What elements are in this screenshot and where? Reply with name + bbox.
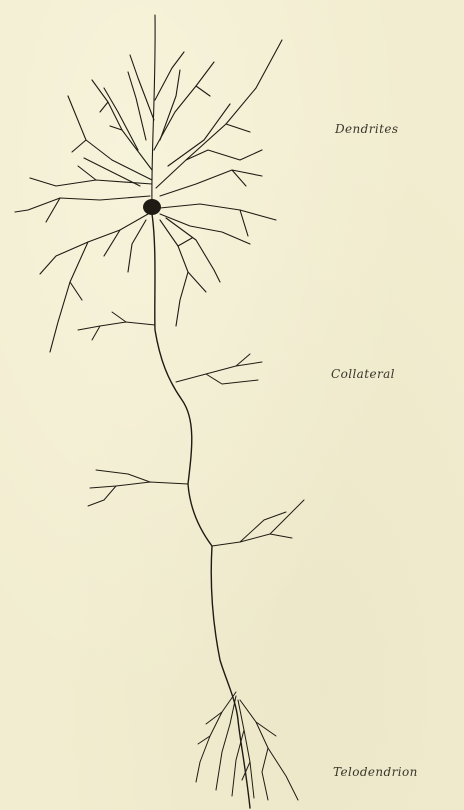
cell-body <box>143 199 161 215</box>
label-dendrites: Dendrites <box>335 122 398 136</box>
label-telodendrion: Telodendrion <box>333 765 418 779</box>
label-collateral: Collateral <box>331 367 395 381</box>
axon <box>152 214 250 808</box>
dendrites-tree <box>15 15 282 352</box>
